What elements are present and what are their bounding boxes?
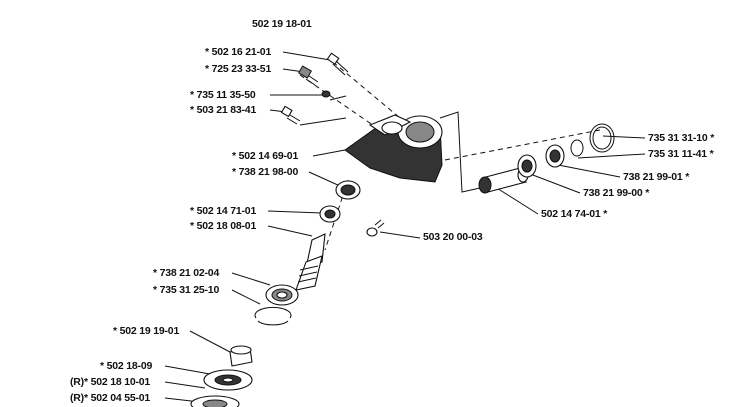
gear-housing-502-14-69-01 — [344, 114, 443, 183]
callout-502-18-09: * 502 18-09 — [100, 360, 153, 372]
circlip-735-31-25-10 — [254, 306, 292, 326]
bearing-738-21-98-00 — [335, 180, 361, 200]
bearing-738-21-99-00 — [517, 154, 537, 178]
callout-502-14-71-01: * 502 14 71-01 — [190, 205, 257, 217]
bearing-738-21-99-01 — [545, 144, 565, 168]
callout-725-23-33-51: * 725 23 33-51 — [205, 63, 272, 75]
diagram-title: 502 19 18-01 — [252, 18, 312, 30]
callout-502-19-19-01: * 502 19 19-01 — [113, 325, 180, 337]
washer-735-11-35-50 — [321, 90, 331, 98]
bolt-503-21-83-41 — [280, 105, 301, 125]
callout-503-21-83-41: * 503 21 83-41 — [190, 104, 257, 116]
callout-503-20-00-03: 503 20 00-03 — [423, 231, 483, 243]
callout-502-04-55-01: (R)* 502 04 55-01 — [70, 392, 151, 404]
callout-738-21-98-00: * 738 21 98-00 — [232, 166, 299, 178]
bolt-725-23-33-51 — [297, 65, 319, 86]
callout-735-11-35-50: * 735 11 35-50 — [190, 89, 256, 101]
callout-502-18-10-01: (R)* 502 18 10-01 — [70, 376, 151, 388]
sleeve-502-19-19-01 — [229, 345, 253, 367]
screw-503-20-00-03 — [366, 219, 385, 237]
bolt-502-16-21-01 — [326, 52, 349, 76]
circlip-735-31-11-41 — [570, 139, 584, 157]
bearing-738-21-02-04 — [265, 284, 299, 306]
callout-735-31-25-10: * 735 31 25-10 — [153, 284, 220, 296]
shaft-502-18-08-01 — [295, 233, 326, 291]
callout-502-14-74-01: 502 14 74-01 * — [541, 208, 608, 220]
callout-502-18-08-01: * 502 18 08-01 — [190, 220, 257, 232]
callout-738-21-99-01: 738 21 99-01 * — [623, 171, 690, 183]
callout-738-21-99-00: 738 21 99-00 * — [583, 187, 650, 199]
callout-738-21-02-04: * 738 21 02-04 — [153, 267, 220, 279]
washer-502-18-09 — [203, 369, 253, 391]
leader-lines — [164, 51, 646, 403]
callout-502-16-21-01: * 502 16 21-01 — [205, 46, 272, 58]
callout-735-31-31-10: 735 31 31-10 * — [648, 132, 715, 144]
callout-502-14-69-01: * 502 14 69-01 — [232, 150, 299, 162]
flange-502-04-55-01 — [190, 395, 240, 407]
circlip-735-31-31-10 — [589, 123, 615, 153]
bearing-502-14-71-01 — [319, 205, 341, 223]
callout-735-31-11-41: 735 31 11-41 * — [648, 148, 714, 160]
